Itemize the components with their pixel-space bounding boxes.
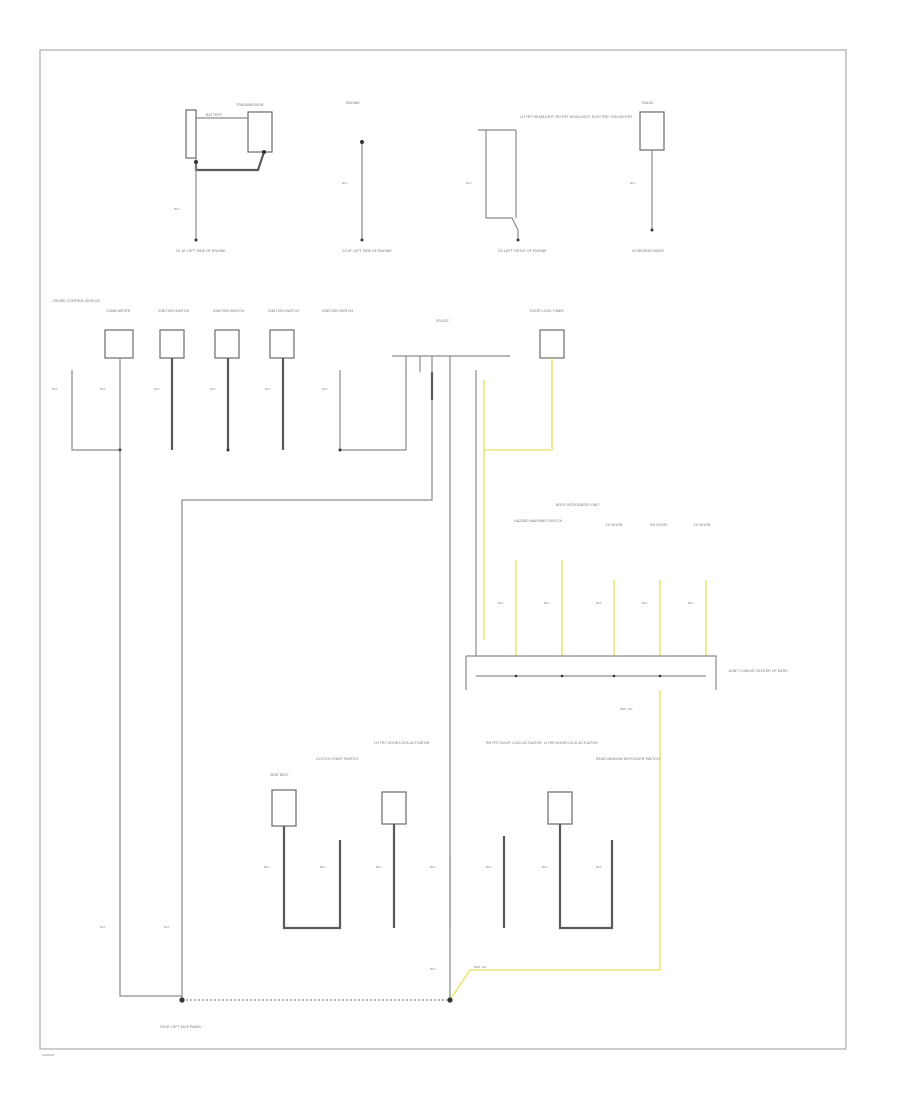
rc-label-2: LH DOOR [606,523,623,527]
wire-code: BLK [164,925,170,929]
engine-component: ENGINE BLK G2 AT LEFT SIDE OF ENGINE [342,101,392,253]
wire-code: BLK [642,601,648,605]
wire-code: BLK [322,387,328,391]
bottom-label-5: REAR WINDOW DEFOGGER SWITCH [596,757,660,761]
bottom-row: SEAT BELT CLUTCH START SWITCH LH FRT DOO… [100,450,660,1029]
wire-code: BLK [430,967,436,971]
radio-label: RADIO [642,101,654,105]
wire-code: BLK [466,181,472,185]
wire-code: BLK [630,181,636,185]
bottom-label-0: SEAT BELT [270,773,290,777]
right-cluster: HAZARD WARNING SWITCH BODY INTEGRATED UN… [449,503,788,1001]
wire-code: BLK [596,865,602,869]
mid-label-6: SPLICE [436,319,449,323]
engine-label: ENGINE [346,101,360,105]
mid-label-0: CRUISE CONTROL MODULE [52,299,101,303]
transmission-label: TRANSMISSION [236,103,264,107]
yellow-wire-1 [483,358,553,451]
ground-g3-label: G3 LEFT FRONT OF ENGINE [498,249,547,253]
wire-code: BLK [544,601,550,605]
multi-label: LH FRT HEADLIGHT, RH FRT HEADLIGHT, ELEC… [520,115,632,119]
headlight-fan-component: LH FRT HEADLIGHT, RH FRT HEADLIGHT, ELEC… [466,115,632,253]
radio-component: RADIO BLK G4 BEHIND RADIO [630,101,665,253]
ground-g4-label: G4 BEHIND RADIO [632,249,664,253]
ground-g2-label: G2 AT LEFT SIDE OF ENGINE [342,249,392,253]
wire-code: BLK [174,207,180,211]
wire-code: BLK [154,387,160,391]
rc-label-1: BODY INTEGRATED UNIT [556,503,600,507]
wire-code: BLK [342,181,348,185]
ground-main-label: G5 AT LEFT KICK PANEL [160,1025,201,1029]
diagram-border [39,49,847,1050]
ground-g1: G1 AT LEFT SIDE OF ENGINE [176,238,226,253]
rc-label-3: RH DOOR [650,523,667,527]
wire-code: BLK [100,925,106,929]
battery-label: BATTERY [206,113,223,117]
mid-label-7: DOOR LOCK TIMER [530,309,564,313]
wire-code: BLK [542,865,548,869]
yellow-tag: BRN YEL [620,707,633,711]
battery-component: TRANSMISSION BATTERY BLK [174,103,273,240]
bottom-label-2: LH FRT DOOR LOCK ACTUATOR [374,741,430,745]
wire-code: BLK [52,387,58,391]
footer-code: G000000 [42,1053,55,1057]
junction-label: JOINT CONN AT CENTER OF DASH [728,669,788,673]
rc-label-0: HAZARD WARNING SWITCH [514,519,563,523]
wire-code: BLK [596,601,602,605]
mid-label-1: COMB METER [106,309,131,313]
wire-code: BLK [486,865,492,869]
mid-label-5: IGNITION SWITCH [322,309,354,313]
wire-code: BLK [376,865,382,869]
yellow-tag: BRN YEL [474,965,487,969]
wire-code: BLK [265,387,271,391]
bottom-label-1: CLUTCH START SWITCH [316,757,359,761]
wire-code: BLK [430,865,436,869]
ground-g1-label: G1 AT LEFT SIDE OF ENGINE [176,249,226,253]
wire-code: BLK [100,387,106,391]
wire-code: BLK [210,387,216,391]
mid-label-4: IGNITION SWITCH [268,309,300,313]
wire-code: BLK [264,865,270,869]
wire-code: BLK [688,601,694,605]
mid-row: CRUISE CONTROL MODULE COMB METER IGNITIO… [52,299,565,1000]
bottom-label-4: LH RR DOOR LOCK ACTUATOR [544,741,598,745]
wire-code: BLK [498,601,504,605]
wire-code: BLK [320,865,326,869]
mid-label-2: IGNITION SWITCH [158,309,190,313]
bottom-label-3: RH FRT DOOR LOCK ACTUATOR [486,741,542,745]
rc-label-4: LH DOOR [694,523,711,527]
mid-label-3: IGNITION SWITCH [213,309,245,313]
